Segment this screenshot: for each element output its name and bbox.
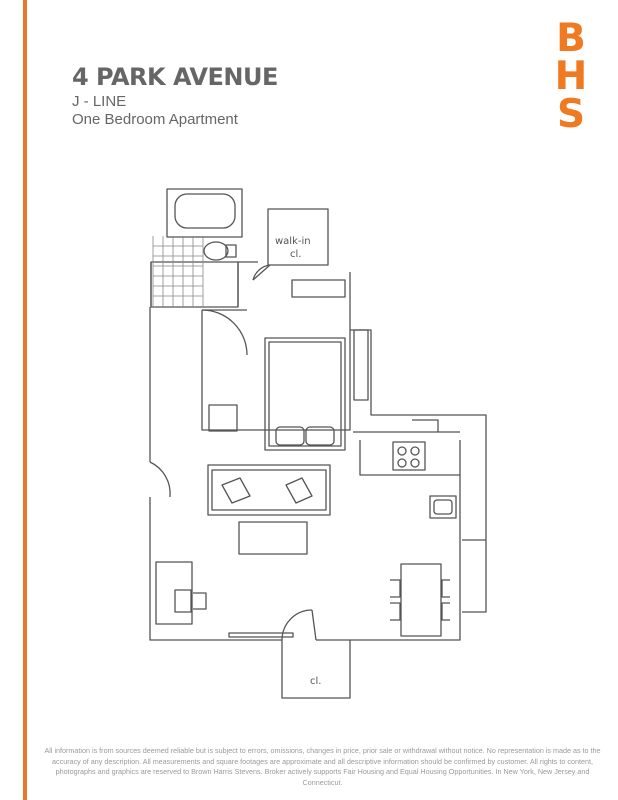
floor-plan: walk-in cl. cl. (149, 188, 487, 699)
dresser (291, 279, 346, 298)
sofa-seat (211, 469, 327, 511)
bathroom-upper-wall (166, 188, 243, 238)
legal-disclaimer: All information is from sources deemed r… (44, 746, 601, 787)
window-sill (228, 632, 294, 638)
dining-chair-1 (390, 579, 401, 598)
desk-chair-back (193, 592, 207, 610)
kitchen-upper-cabinet (412, 419, 439, 432)
east-wall (350, 329, 487, 613)
coffee-table (238, 521, 308, 555)
walk-in-label: walk-in (275, 236, 311, 247)
entry-closet-walls (281, 640, 351, 699)
desk (155, 561, 193, 625)
stove-burner-4 (410, 458, 420, 468)
kitchen-sink-basin (433, 499, 453, 515)
apartment-walls (149, 272, 487, 641)
bathroom-partition (237, 261, 258, 307)
dining-chair-4 (441, 602, 450, 621)
pillow-right (305, 426, 335, 446)
kitchen-counter-wall (359, 440, 460, 476)
bedroom-closet (353, 329, 369, 401)
stove-burner-3 (397, 458, 407, 468)
front-door-swing (281, 609, 313, 641)
bathroom-floor (150, 261, 239, 308)
apartment-type: One Bedroom Apartment (72, 111, 238, 128)
stove-burner-1 (397, 446, 407, 456)
page-title: 4 PARK AVENUE (72, 63, 278, 91)
desk-chair (174, 589, 192, 613)
bed (264, 337, 346, 451)
entry-door-swing (149, 461, 171, 498)
sofa-cushion-left (221, 477, 251, 504)
toilet-tank (225, 244, 237, 258)
walk-in-door-swing (252, 264, 271, 281)
bathroom (150, 188, 258, 308)
sofa-cushion-right (285, 477, 313, 504)
walk-in-closet-walls (267, 208, 329, 266)
walk-in-label-2: cl. (290, 249, 301, 260)
bathtub (174, 193, 236, 229)
logo-letter-h: H (554, 54, 588, 99)
living-room (155, 464, 331, 638)
bedroom (208, 279, 369, 451)
nightstand (208, 404, 238, 432)
bathroom-tile-grid (152, 236, 204, 307)
west-wall-lower (149, 497, 282, 641)
stove (392, 441, 426, 471)
dining-area (390, 563, 450, 637)
south-wall (316, 440, 461, 641)
bedroom-door-swing (201, 309, 248, 356)
toilet (203, 241, 229, 261)
line-label: J - LINE (72, 93, 127, 110)
accent-bar (23, 0, 27, 800)
dining-chair-3 (441, 579, 450, 598)
kitchen-sink (429, 495, 457, 519)
walk-in-door (252, 264, 271, 281)
dining-table (400, 563, 442, 637)
logo-letter-b: B (556, 16, 586, 61)
closet-label: cl. (310, 676, 321, 687)
bhs-logo: B H S (553, 16, 589, 137)
stove-burner-2 (410, 446, 420, 456)
front-door (311, 609, 317, 641)
bed-mattress (268, 341, 342, 447)
sofa (207, 464, 331, 516)
dining-chair-2 (390, 602, 401, 621)
bedroom-wall (201, 272, 351, 431)
entry-closet (281, 609, 351, 699)
pillow-left (275, 426, 305, 446)
kitchen (392, 419, 457, 519)
walk-in-closet (252, 208, 329, 281)
logo-letter-s: S (556, 92, 586, 137)
